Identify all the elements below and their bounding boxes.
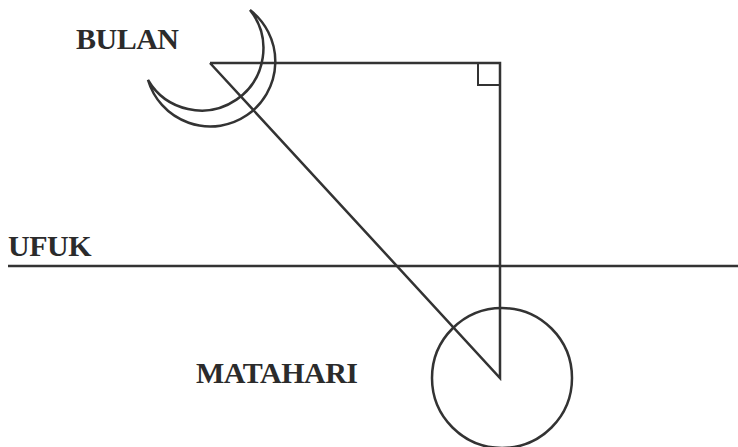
right-angle-mark [478, 63, 500, 85]
sun-label: MATAHARI [196, 358, 358, 388]
horizon-label: UFUK [8, 231, 91, 261]
sun-circle [432, 308, 572, 447]
right-triangle [210, 63, 500, 378]
horizon-line [8, 265, 738, 268]
moon-label: BULAN [76, 24, 179, 54]
